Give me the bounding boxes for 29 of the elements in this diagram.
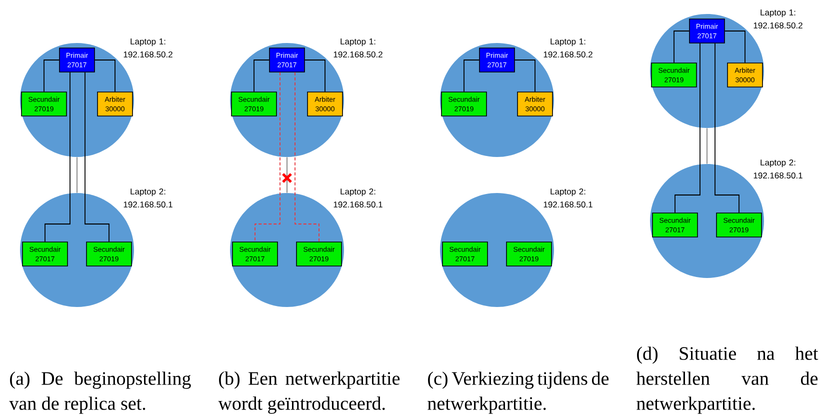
connector-line: [674, 42, 700, 214]
connector-line: [674, 30, 690, 64]
caption: (b) Een netwerkpartitie wordt geïntroduceerd.: [218, 372, 400, 414]
network-link: [706, 128, 708, 164]
caption: (a) De beginopstelling van de replica set.: [9, 372, 191, 414]
laptop-label: Laptop 1: 192.168.50.2: [124, 38, 172, 58]
laptop-label: Laptop 2: 192.168.50.1: [334, 188, 382, 208]
laptop-label: Laptop 2: 192.168.50.1: [124, 188, 172, 208]
connector-line: [294, 72, 320, 242]
connector-line: [94, 60, 116, 92]
network-link: [286, 156, 288, 194]
connector-line: [724, 30, 746, 64]
connector-line: [84, 72, 110, 242]
connector-line: [514, 60, 536, 92]
connector-line: [714, 42, 740, 214]
laptop-label: Laptop 2: 192.168.50.1: [544, 188, 592, 208]
laptop-label: Laptop 2: 192.168.50.1: [754, 160, 802, 178]
connector-line: [304, 60, 326, 92]
caption: (c) Verkiezing tijdens de netwerkpartitie.: [428, 372, 609, 414]
laptop-label: Laptop 1: 192.168.50.2: [754, 10, 802, 28]
laptop-label: Laptop 1: 192.168.50.2: [544, 38, 592, 58]
laptop-label: Laptop 1: 192.168.50.2: [334, 38, 382, 58]
caption: (d) Situatie na het herstellen van de netwerkpartitie.: [636, 346, 818, 414]
connector-line: [44, 60, 60, 92]
network-link: [76, 156, 78, 194]
connector-line: [254, 72, 280, 242]
connector-line: [254, 60, 270, 92]
connector-line: [464, 60, 480, 92]
connector-line: [44, 72, 70, 242]
